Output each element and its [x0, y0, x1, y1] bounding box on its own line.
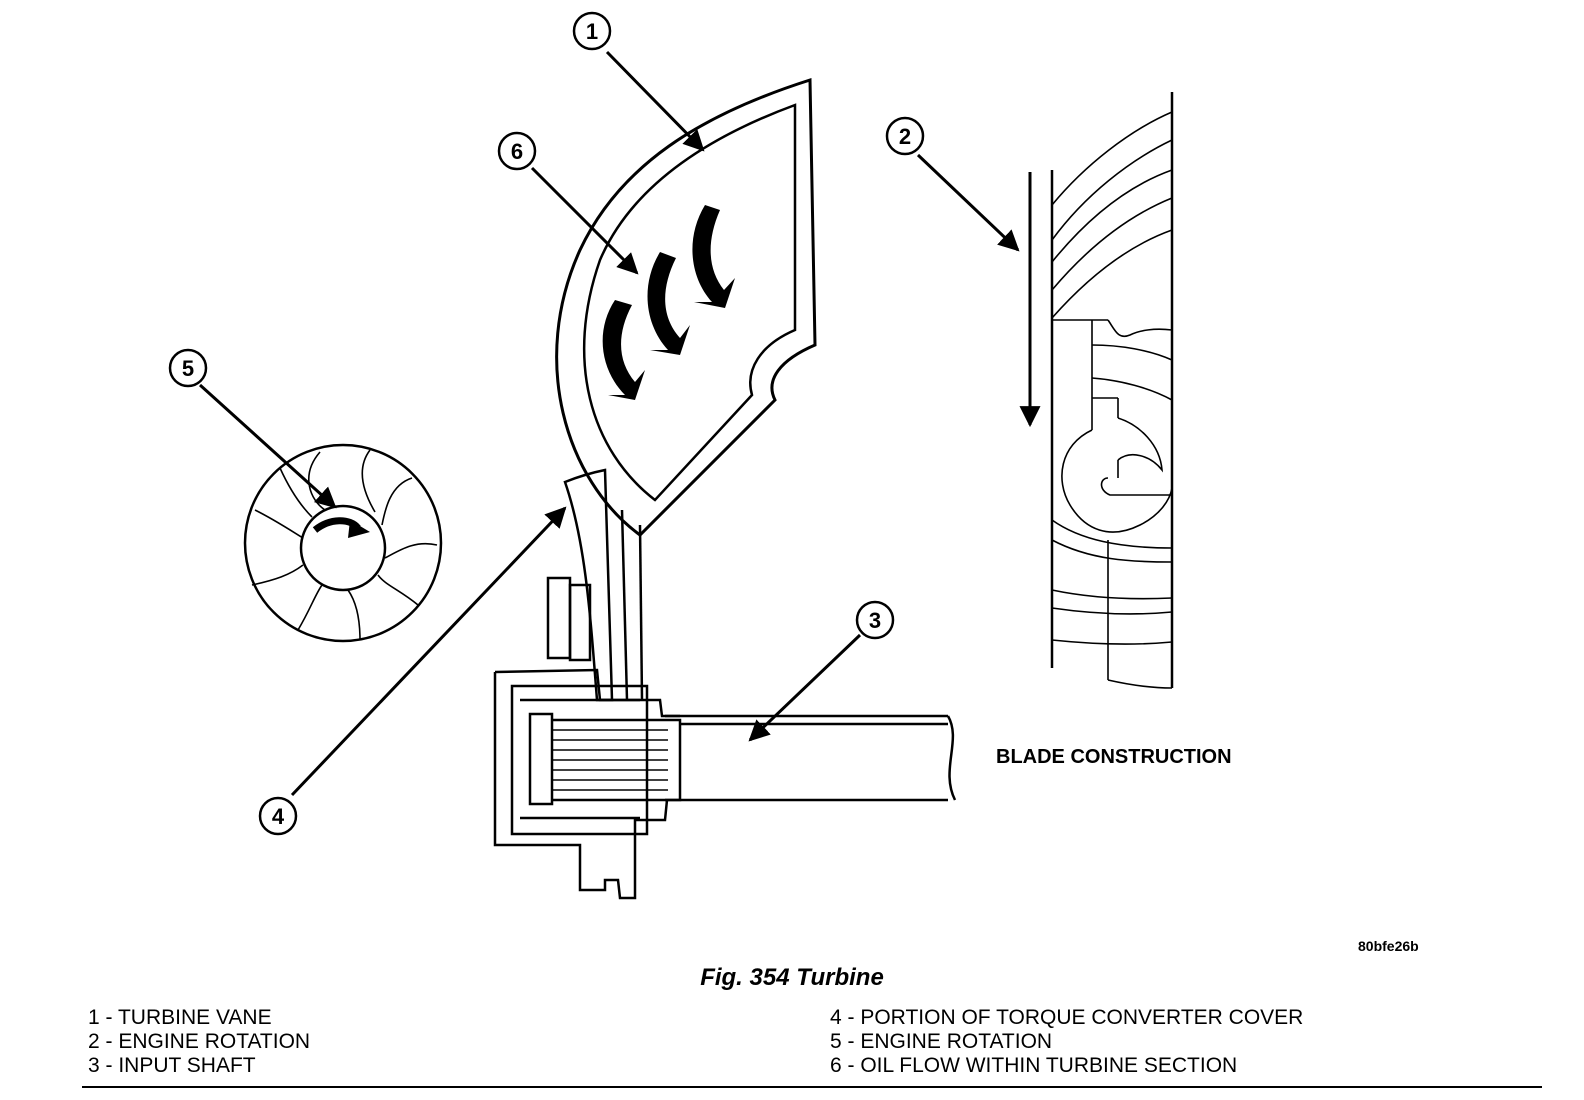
svg-text:3: 3: [869, 608, 881, 633]
svg-text:4: 4: [272, 804, 285, 829]
turbine-front-view: [243, 443, 443, 643]
turbine-hub-assembly: [493, 468, 682, 900]
leader-5: [198, 383, 337, 509]
callout-2: 2: [885, 116, 925, 156]
callout-6: 6: [497, 131, 537, 171]
svg-text:1: 1: [586, 19, 598, 44]
input-shaft: [665, 714, 957, 802]
callout-5: 5: [168, 348, 208, 388]
blade-construction-detail: [1019, 92, 1174, 689]
figure-code: 80bfe26b: [1358, 938, 1419, 954]
turbine-vane: [555, 77, 817, 537]
legend-item: 3 - INPUT SHAFT: [88, 1054, 256, 1077]
legend-item: 6 - OIL FLOW WITHIN TURBINE SECTION: [830, 1054, 1238, 1077]
leader-6: [530, 166, 639, 275]
legend-item: 5 - ENGINE ROTATION: [830, 1030, 1053, 1053]
legend-left: 1 - TURBINE VANE 2 - ENGINE ROTATION 3 -…: [88, 1006, 310, 1078]
svg-text:6: 6: [511, 139, 523, 164]
oil-flow-arrows: [602, 205, 735, 400]
callout-3: 3: [855, 600, 895, 640]
bottom-rule: [82, 1086, 1542, 1088]
legend-item: 1 - TURBINE VANE: [88, 1006, 272, 1029]
leader-1: [605, 50, 705, 152]
legend-item: 4 - PORTION OF TORQUE CONVERTER COVER: [830, 1006, 1304, 1029]
figure-caption: Fig. 354 Turbine: [700, 964, 884, 991]
callout-4: 4: [258, 796, 298, 836]
leader-3: [748, 633, 862, 742]
legend-item: 2 - ENGINE ROTATION: [88, 1030, 311, 1053]
leader-2: [916, 153, 1020, 252]
blade-construction-label: BLADE CONSTRUCTION: [996, 746, 1232, 768]
callouts: 1 2 3 4 5 6: [168, 11, 925, 836]
leader-4: [290, 506, 567, 797]
legend-right: 4 - PORTION OF TORQUE CONVERTER COVER 5 …: [830, 1006, 1303, 1078]
svg-text:5: 5: [182, 356, 194, 381]
svg-text:2: 2: [899, 124, 911, 149]
callout-1: 1: [572, 11, 612, 51]
leader-lines: [198, 50, 1020, 797]
